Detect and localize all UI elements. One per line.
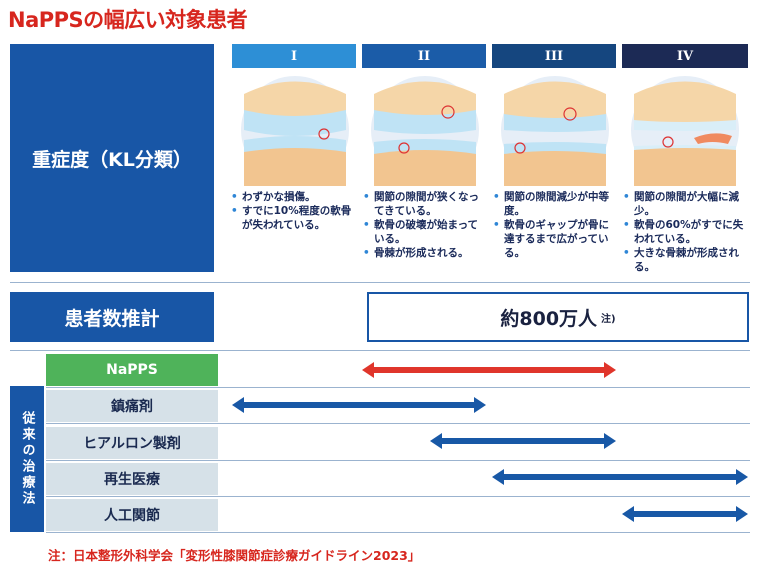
row-divider	[46, 423, 750, 424]
knee-stage-4-illustration	[631, 76, 739, 186]
stage-2-description: 関節の隙間が狭くなってきている。 軟骨の破壊が始まっている。 骨棘が形成される。	[362, 190, 488, 260]
stage-4-desc-item: 大きな骨棘が形成される。	[622, 246, 748, 274]
row-divider	[46, 496, 750, 497]
page-title: NaPPSの幅広い対象患者	[8, 8, 248, 32]
stage-4-description: 関節の隙間が大幅に減少。 軟骨の60%がすでに失われている。 大きな骨棘が形成さ…	[622, 190, 748, 274]
range-arrow-artificial-joint	[622, 506, 748, 522]
footnote: 注：日本整形外科学会「変形性膝関節症診療ガイドライン2023」	[48, 548, 421, 563]
range-arrow-analgesic	[232, 397, 486, 413]
stage-3-desc-item: 関節の隙間減少が中等度。	[492, 190, 618, 218]
row-divider	[46, 387, 750, 388]
stage-2-desc-item: 関節の隙間が狭くなってきている。	[362, 190, 488, 218]
stage-header-4: IV	[622, 44, 748, 68]
knee-stage-2-illustration	[371, 76, 479, 186]
treatment-label-analgesic: 鎮痛剤	[46, 390, 218, 422]
knee-stage-3-illustration	[501, 76, 609, 186]
treatment-label-artificial-joint: 人工関節	[46, 499, 218, 531]
treatment-label-napps: NaPPS	[46, 354, 218, 386]
stage-2-desc-item: 骨棘が形成される。	[362, 246, 488, 260]
knee-stage-1-illustration	[241, 76, 349, 186]
stage-header-3: III	[492, 44, 616, 68]
treatment-label-hyaluronic: ヒアルロン製剤	[46, 427, 218, 459]
patients-value-box: 約800万人注)	[367, 292, 749, 342]
stage-4-desc-item: 軟骨の60%がすでに失われている。	[622, 218, 748, 246]
patients-label: 患者数推計	[10, 292, 214, 342]
stage-1-desc-item: すでに10%程度の軟骨が失われている。	[230, 204, 356, 232]
patients-note: 注)	[601, 313, 616, 325]
treatment-label-regenerative: 再生医療	[46, 463, 218, 495]
severity-label: 重症度（KL分類）	[10, 44, 214, 272]
row-divider	[46, 532, 750, 533]
divider	[10, 350, 750, 351]
patients-value: 約800万人	[500, 307, 598, 330]
stage-3-desc-item: 軟骨のギャップが骨に達するまで広がっている。	[492, 218, 618, 260]
stage-1-description: わずかな損傷。 すでに10%程度の軟骨が失われている。	[230, 190, 356, 232]
range-arrow-regenerative	[492, 469, 748, 485]
stage-header-1: I	[232, 44, 356, 68]
stage-3-description: 関節の隙間減少が中等度。 軟骨のギャップが骨に達するまで広がっている。	[492, 190, 618, 260]
divider	[10, 282, 750, 283]
stage-1-desc-item: わずかな損傷。	[230, 190, 356, 204]
conventional-treatments-label: 従来の治療法	[10, 386, 44, 532]
stage-4-desc-item: 関節の隙間が大幅に減少。	[622, 190, 748, 218]
range-arrow-napps	[362, 362, 616, 378]
stage-header-2: II	[362, 44, 486, 68]
range-arrow-hyaluronic	[430, 433, 616, 449]
stage-2-desc-item: 軟骨の破壊が始まっている。	[362, 218, 488, 246]
row-divider	[46, 460, 750, 461]
